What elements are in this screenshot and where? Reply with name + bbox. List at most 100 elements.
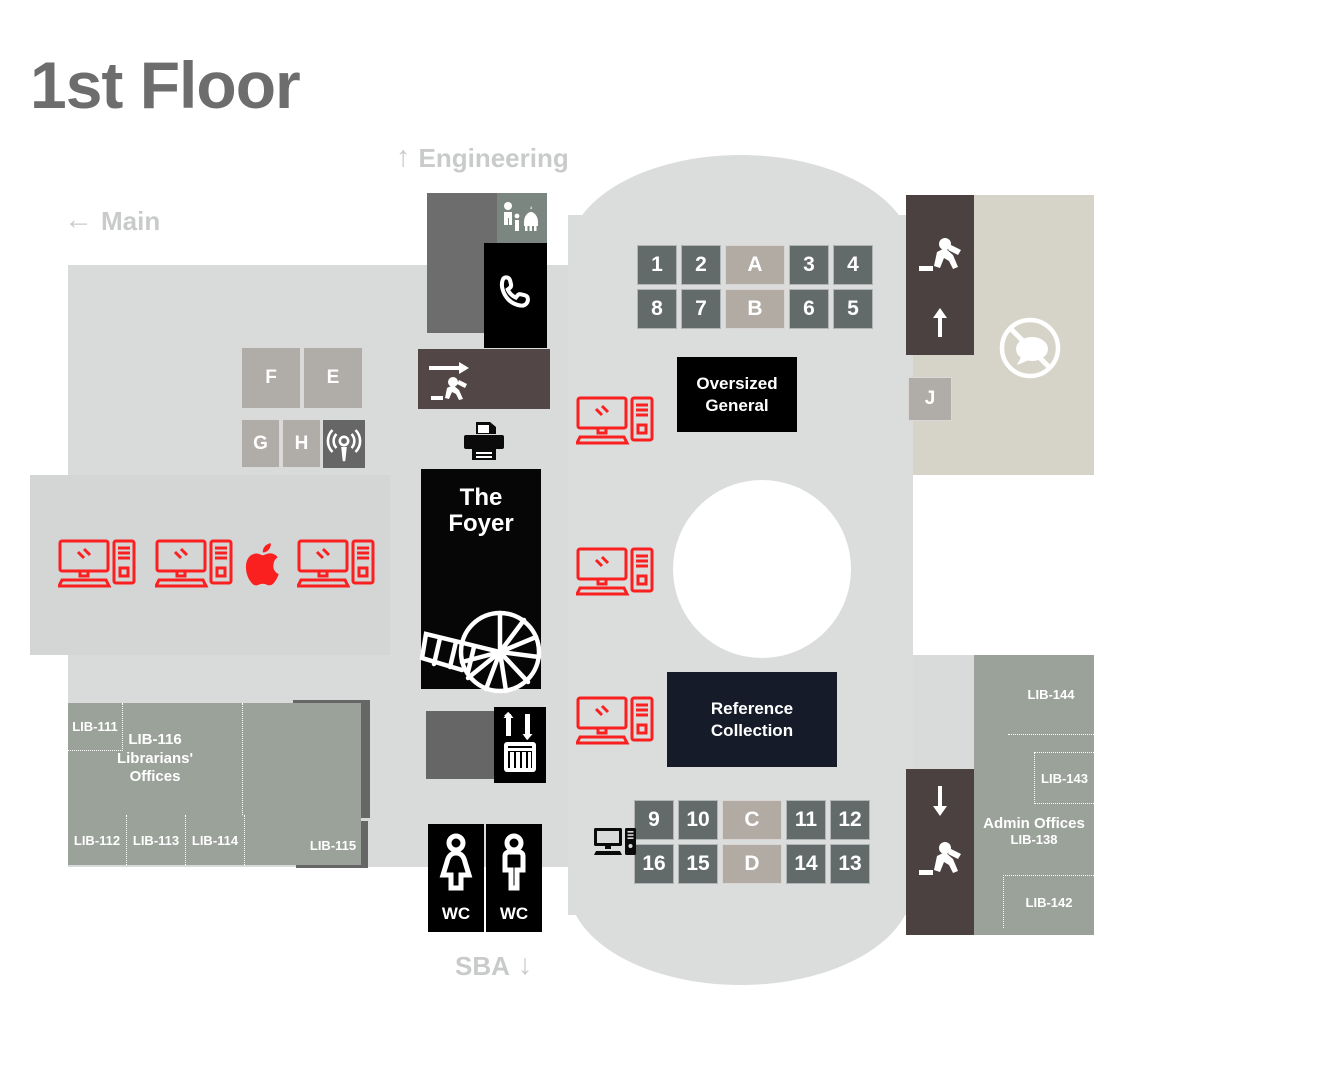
reference-collection[interactable]: Reference Collection	[667, 672, 837, 767]
restroom-male[interactable]: WC	[486, 824, 542, 932]
elevator-lobby-panel	[426, 711, 500, 779]
pc-workstation-icon	[153, 538, 233, 595]
study-room-cell[interactable]: 14	[786, 844, 826, 884]
lettered-room-h[interactable]: H	[282, 419, 321, 468]
office-lib-143[interactable]: LIB-143	[1034, 752, 1094, 804]
restroom-label: WC	[441, 904, 471, 923]
emergency-exit-southeast[interactable]	[906, 769, 974, 935]
grid-row: 9 10 C 11 12	[634, 800, 870, 840]
group-room-cell[interactable]: D	[722, 844, 782, 884]
public-telephone-panel[interactable]	[484, 243, 547, 348]
study-room-cell[interactable]: 12	[830, 800, 870, 840]
study-room-cell[interactable]: 11	[786, 800, 826, 840]
elevator-panel[interactable]	[494, 707, 546, 783]
study-room-cell[interactable]: 16	[634, 844, 674, 884]
spiral-stair-icon	[418, 600, 548, 700]
office-number: LIB-115	[309, 838, 357, 853]
grid-row: 8 7 B 6 5	[637, 289, 873, 329]
office-lib-113[interactable]: LIB-113	[127, 815, 186, 865]
study-room-cell[interactable]: 4	[833, 245, 873, 285]
male-figure-icon	[502, 833, 526, 891]
office-lib-116[interactable]: LIB-116 Librarians' Offices	[68, 703, 243, 815]
study-room-grid-south: 9 10 C 11 12 16 15 D 14 13	[634, 800, 870, 888]
room-label: E	[326, 367, 340, 388]
foyer-label-line1: The	[459, 484, 503, 511]
collection-label-line2: Collection	[710, 720, 794, 740]
atrium-void	[673, 480, 851, 658]
oversized-general-collection[interactable]: Oversized General	[677, 357, 797, 432]
group-room-cell[interactable]: C	[722, 800, 782, 840]
office-number: LIB-142	[1025, 894, 1073, 910]
office-lib-142[interactable]: LIB-142	[1003, 875, 1094, 928]
collection-label-line2: General	[705, 395, 769, 415]
study-room-cell[interactable]: 7	[681, 289, 721, 329]
exit-run-icon	[919, 786, 961, 875]
arrow-down-icon: ↓	[517, 949, 533, 981]
pc-workstation-icon	[574, 695, 654, 752]
office-lib-114[interactable]: LIB-114	[186, 815, 245, 865]
lettered-room-e[interactable]: E	[303, 347, 363, 409]
telephone-icon	[494, 271, 538, 320]
restroom-female[interactable]: WC	[428, 824, 484, 932]
grid-row: 1 2 A 3 4	[637, 245, 873, 285]
exit-run-icon	[429, 362, 469, 400]
room-label: G	[253, 432, 268, 454]
elevator-icon	[503, 712, 536, 772]
study-room-cell[interactable]: 2	[681, 245, 721, 285]
study-room-cell[interactable]: 6	[789, 289, 829, 329]
office-number: LIB-112	[73, 832, 121, 848]
direction-label: SBA	[455, 950, 510, 981]
collection-label-line1: Reference	[710, 699, 794, 719]
pc-workstation-icon	[574, 395, 654, 452]
direction-label: Main	[101, 205, 161, 236]
office-title-line2: Offices	[129, 768, 181, 786]
admin-offices-title: Admin Offices	[983, 815, 1085, 832]
lettered-room-g[interactable]: G	[241, 419, 280, 468]
direction-sba[interactable]: SBA ↓	[455, 951, 532, 980]
pc-workstation-icon	[593, 827, 637, 862]
pc-workstation-icon	[574, 546, 654, 603]
direction-engineering[interactable]: ↑ Engineering	[396, 143, 569, 172]
office-title-line1: Librarians'	[116, 749, 194, 767]
direction-main[interactable]: ← Main	[64, 206, 160, 235]
study-room-cell[interactable]: 13	[830, 844, 870, 884]
study-room-cell[interactable]: 9	[634, 800, 674, 840]
office-lib-111[interactable]: LIB-111	[68, 703, 123, 751]
grid-row: 16 15 D 14 13	[634, 844, 870, 884]
study-room-cell[interactable]: 5	[833, 289, 873, 329]
office-number: LIB-143	[1041, 770, 1088, 786]
study-room-cell[interactable]: 15	[678, 844, 718, 884]
office-lib-144[interactable]: LIB-144	[1008, 655, 1094, 735]
admin-offices-label[interactable]: Admin Offices LIB-138	[974, 806, 1094, 856]
admin-offices-number: LIB-138	[1010, 832, 1058, 847]
study-room-cell[interactable]: 3	[789, 245, 829, 285]
apple-logo-icon	[243, 540, 285, 593]
study-room-grid-north: 1 2 A 3 4 8 7 B 6 5	[637, 245, 873, 333]
podcast-icon	[326, 429, 362, 462]
study-room-cell[interactable]: 8	[637, 289, 677, 329]
lettered-room-j[interactable]: J	[908, 377, 952, 421]
study-room-cell[interactable]: 1	[637, 245, 677, 285]
foyer-label-line2: Foyer	[448, 510, 514, 538]
office-number: LIB-111	[72, 719, 118, 734]
office-number: LIB-114	[191, 832, 239, 848]
printer-icon	[462, 420, 506, 462]
female-figure-icon	[439, 833, 473, 891]
emergency-exit-west[interactable]	[418, 349, 550, 409]
the-foyer[interactable]: The Foyer	[421, 469, 541, 689]
office-lib-112[interactable]: LIB-112	[68, 815, 127, 865]
group-room-cell[interactable]: B	[725, 289, 785, 329]
study-room-cell[interactable]: 10	[678, 800, 718, 840]
office-number: LIB-144	[1027, 687, 1075, 702]
no-talking-icon	[997, 315, 1063, 386]
pc-workstation-icon	[56, 538, 136, 595]
lettered-room-f[interactable]: F	[241, 347, 301, 409]
office-lib-115[interactable]: LIB-115	[305, 781, 361, 865]
emergency-exit-northeast[interactable]	[906, 195, 974, 355]
podcast-booth-panel[interactable]	[323, 420, 365, 468]
pc-workstation-icon	[295, 538, 375, 595]
arrow-up-icon: ↑	[396, 141, 411, 173]
group-room-cell[interactable]: A	[725, 245, 785, 285]
room-label: J	[924, 388, 936, 409]
